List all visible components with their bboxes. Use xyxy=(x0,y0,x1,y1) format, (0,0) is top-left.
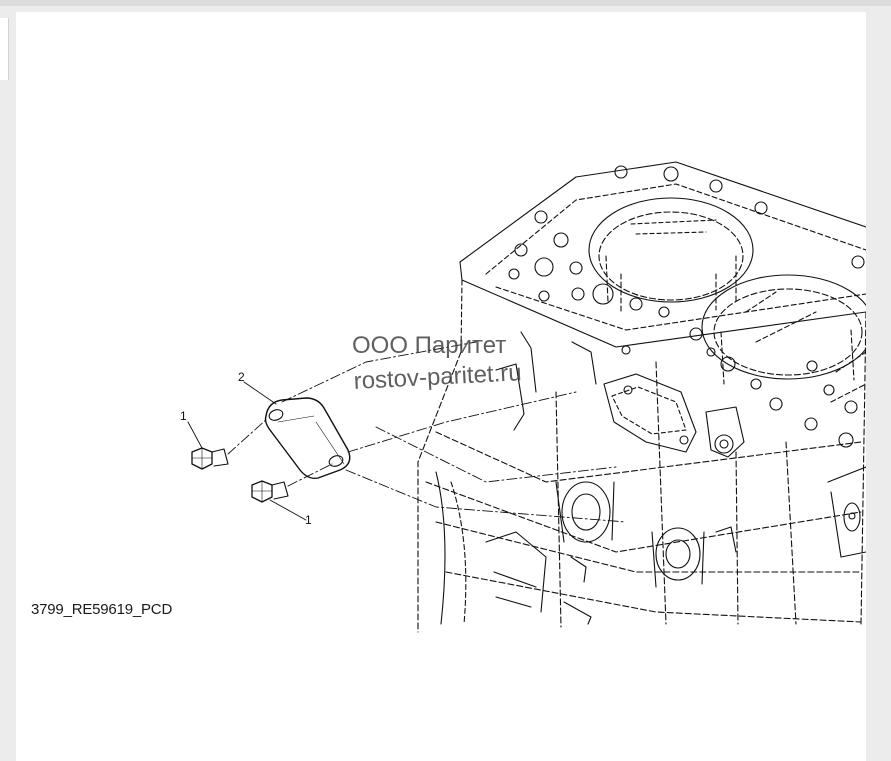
leader-lines xyxy=(187,381,307,521)
callout-1-lower: 1 xyxy=(305,513,312,527)
diagram-sheet: 2 1 1 3799_RE59619_PCD ООО Паритет rosto… xyxy=(16,12,866,761)
callout-2: 2 xyxy=(238,370,245,384)
hex-bolt-lower xyxy=(251,480,289,503)
exploded-parts-diagram: 2 1 1 xyxy=(180,161,866,633)
callout-1-upper: 1 xyxy=(180,409,187,423)
assembly-centerlines xyxy=(227,341,627,523)
callout-labels: 2 1 1 xyxy=(180,370,312,527)
watermark-company: ООО Паритет xyxy=(352,332,507,359)
hex-bolt-upper xyxy=(191,447,229,470)
figure-code-label: 3799_RE59619_PCD xyxy=(31,601,173,618)
engine-block xyxy=(417,161,866,633)
left-panel-edge xyxy=(0,18,9,80)
cover-plate xyxy=(264,397,351,480)
top-bar xyxy=(0,0,891,6)
